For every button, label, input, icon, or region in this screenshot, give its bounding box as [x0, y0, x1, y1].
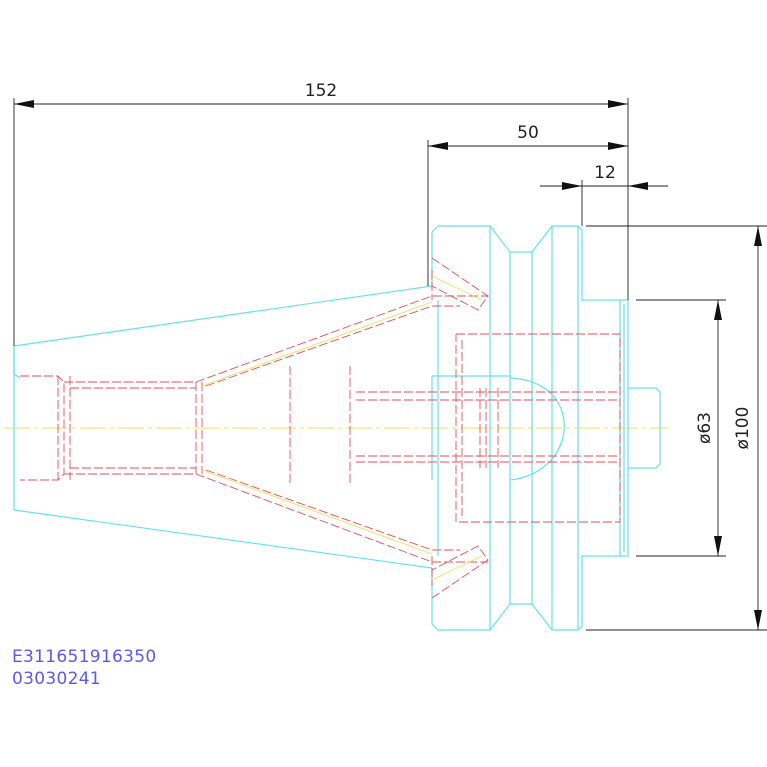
arrow-left [562, 182, 582, 190]
dimension-flange-length: 50 [427, 123, 628, 286]
dimension-diameter-100: ø100 [586, 225, 767, 631]
part-code-line2: 03030241 [12, 669, 101, 689]
part-code-line1: E311651916350 [12, 647, 156, 667]
dimension-overall-length: 152 [13, 81, 629, 346]
inner-cone-top [195, 295, 488, 383]
arrow-top [714, 300, 722, 320]
dim-label-152: 152 [305, 81, 337, 101]
dimension-diameter-63: ø63 [636, 299, 726, 557]
yellow-cone-bottom [201, 469, 433, 555]
taper-top-edge [13, 285, 433, 347]
part-outline [13, 225, 661, 631]
end-bore [20, 375, 65, 481]
flange-left-face [431, 225, 629, 631]
inner-cone-top-2 [205, 305, 460, 387]
taper-bottom-edge [13, 509, 433, 569]
arrow-bottom [714, 536, 722, 556]
dimension-flange-step: 12 [540, 163, 668, 226]
arrow-top [754, 226, 762, 246]
arrow-left [428, 142, 448, 150]
knob-head [509, 377, 565, 481]
inner-cone-bottom-2 [205, 469, 460, 551]
dim-label-d100: ø100 [733, 407, 753, 450]
yellow-groove-bottom [431, 555, 483, 581]
knob-tip [628, 387, 661, 469]
construction-lines [201, 275, 483, 581]
taper-left-end [13, 346, 21, 379]
dim-label-50: 50 [517, 123, 539, 143]
arrow-right [608, 100, 628, 108]
arrow-right [628, 182, 648, 190]
hidden-lines [20, 257, 621, 599]
arrow-left [14, 100, 34, 108]
dim-label-d63: ø63 [695, 412, 715, 444]
yellow-cone-top [201, 301, 433, 387]
v-groove-top [431, 257, 489, 311]
v-groove-bottom [431, 545, 489, 599]
arrow-right [608, 142, 628, 150]
dim-label-12: 12 [594, 163, 616, 183]
arrow-bottom [754, 610, 762, 630]
flange-bore [455, 333, 621, 523]
yellow-groove-top [431, 275, 483, 301]
